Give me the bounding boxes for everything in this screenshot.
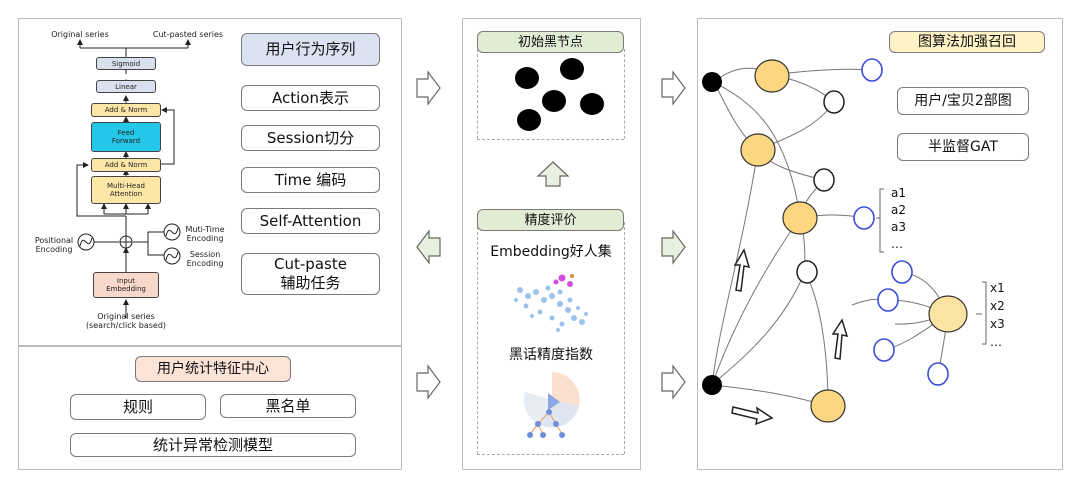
a-item-3: a3	[891, 220, 906, 234]
embedding-good-set: Embedding好人集	[490, 244, 612, 260]
a-item-2: a2	[891, 203, 906, 217]
flow-arrows	[416, 70, 686, 400]
stats-anomaly-model: 统计异常检测模型	[70, 433, 356, 457]
graph-bipartite: 用户/宝贝2部图	[897, 87, 1029, 115]
pie-tree-visual	[523, 372, 580, 438]
stats-rule: 规则	[70, 394, 206, 420]
sigmoid-box: Sigmoid	[96, 57, 156, 70]
list-brackets	[876, 188, 987, 345]
behavior-item-session: Session切分	[241, 125, 380, 151]
original-series-bottom: Original series (search/click based)	[85, 312, 167, 330]
initial-black-nodes-title: 初始黑节点	[477, 31, 624, 53]
graph-yellow-nodes	[740, 59, 968, 423]
graph-arrow-1	[733, 248, 751, 292]
linear-box: Linear	[96, 80, 156, 93]
graph-semi-gat: 半监督GAT	[897, 133, 1029, 161]
middle-dash-bottom	[477, 454, 624, 455]
multi-head-attention-box: Multi-Head Attention	[91, 176, 161, 204]
behavior-title: 用户行为序列	[241, 33, 380, 66]
x-item-2: x2	[990, 299, 1005, 313]
arrow-middle-up	[536, 161, 570, 187]
middle-dash-right2	[624, 222, 625, 454]
x-item-3: x3	[990, 317, 1005, 331]
graph-white-nodes	[796, 90, 845, 284]
arrow-middle-to-graph-top	[661, 70, 686, 106]
graph-blue-nodes	[853, 58, 949, 386]
a-item-1: a1	[891, 186, 906, 200]
embedding-scatter	[514, 274, 588, 332]
middle-dash-left2	[477, 222, 478, 454]
precision-eval-title: 精度评价	[477, 209, 624, 231]
arrow-middle-to-left	[416, 229, 441, 265]
behavior-item-time: Time 编码	[241, 167, 380, 193]
behavior-item-self-attention: Self-Attention	[241, 208, 380, 234]
arrow-stats-to-middle	[416, 364, 441, 400]
graph-title: 图算法加强召回	[889, 31, 1045, 53]
black-node-cluster	[515, 58, 604, 131]
middle-dash-top-bottom	[477, 139, 624, 140]
positional-encoding-label: Positional Encoding	[34, 236, 74, 254]
graph-arrow-2	[831, 318, 849, 360]
middle-dash-left	[477, 49, 478, 139]
add-norm-top-box: Add & Norm	[91, 103, 161, 117]
graph-arrow-3	[731, 406, 774, 426]
behavior-item-cut-paste: Cut-paste 辅助任务	[241, 253, 380, 295]
session-encoding-label: Session Encoding	[186, 250, 224, 268]
arrow-middle-to-graph-mid	[661, 229, 686, 265]
x-item-4: …	[990, 335, 1002, 349]
transformer-connectors	[76, 39, 191, 318]
arrow-middle-to-graph-bottom	[661, 364, 686, 400]
stats-blacklist: 黑名单	[220, 394, 356, 418]
muti-time-encoding-label: Muti-Time Encoding	[185, 225, 225, 243]
graph-black-nodes	[702, 72, 722, 395]
graph-edges	[711, 67, 949, 407]
slang-index: 黑话精度指数	[509, 347, 593, 363]
feed-forward-box: Feed Forward	[91, 122, 161, 152]
original-series-top: Original series	[51, 30, 109, 39]
add-norm-bottom-box: Add & Norm	[91, 158, 161, 172]
input-embedding-box: Input Embedding	[93, 272, 159, 298]
cut-pasted-series: Cut-pasted series	[152, 30, 224, 39]
graph-arrows	[731, 248, 849, 426]
x-item-1: x1	[990, 281, 1005, 295]
arrow-left-to-middle-top	[416, 70, 441, 106]
behavior-item-action: Action表示	[241, 85, 380, 111]
middle-dash-right	[624, 49, 625, 139]
a-item-4: …	[891, 237, 903, 251]
stats-title: 用户统计特征中心	[135, 356, 291, 382]
